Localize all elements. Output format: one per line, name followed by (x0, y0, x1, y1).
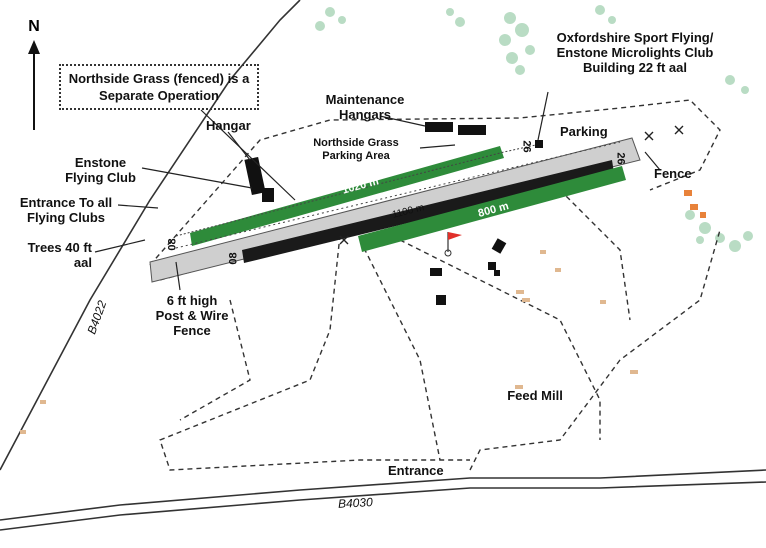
label-hangar: Hangar (206, 118, 251, 133)
label-feed-mill: Feed Mill (507, 388, 563, 403)
runway-designator-26-south: 26 (614, 152, 627, 165)
hard-runway (242, 160, 614, 263)
windsock-icon (444, 232, 462, 257)
separate-operation-note: Northside Grass (fenced) is a Separate O… (59, 64, 259, 110)
label-fence: Fence (654, 166, 692, 181)
label-entrance-clubs: Entrance To all Flying Clubs (19, 195, 113, 225)
north-arrow: N (24, 18, 44, 133)
road-label-b4030: B4030 (337, 495, 374, 511)
grass-runway-north (190, 146, 504, 246)
arrow-up-icon (28, 40, 40, 130)
runway-designator-26-north: 26 (520, 140, 533, 153)
runway-designator-08-south: 08 (227, 252, 240, 265)
fence-line (175, 143, 541, 237)
label-northside-parking: Northside Grass Parking Area (313, 137, 399, 162)
label-enstone-flying-club: Enstone Flying Club (65, 155, 136, 185)
fence-line-south (175, 141, 621, 249)
field-marks (20, 250, 638, 434)
trees-east (685, 75, 753, 252)
label-entrance: Entrance (388, 463, 444, 478)
label-club-building: Oxfordshire Sport Flying/ Enstone Microl… (556, 30, 714, 75)
label-parking: Parking (560, 124, 608, 139)
orange-buildings (684, 190, 706, 218)
north-label: N (28, 18, 40, 35)
runway-designator-08-north: 08 (166, 238, 179, 251)
roads (0, 0, 766, 531)
label-fence-high: 6 ft high Post & Wire Fence (155, 293, 229, 338)
trees-top (315, 5, 616, 75)
leader-lines (94, 91, 661, 291)
label-trees: Trees 40 ft aal (27, 240, 92, 270)
buildings (244, 122, 543, 305)
label-maintenance-hangars: Maintenance Hangars (325, 92, 405, 122)
closed-markers (339, 125, 684, 245)
grass-runway-south (358, 166, 626, 252)
